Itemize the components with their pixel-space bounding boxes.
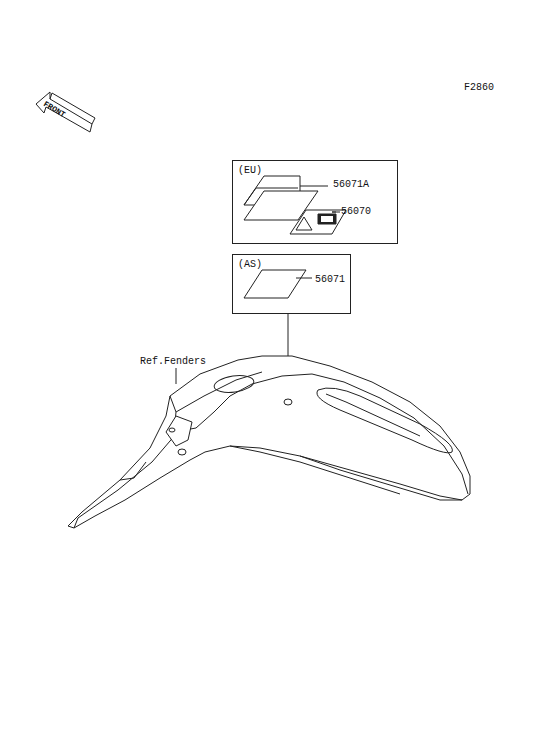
mount-hole [178,449,186,455]
sticker-icon [321,216,333,222]
sticker [244,270,306,298]
fender-slot [317,388,452,453]
fender [68,356,470,528]
warning-triangle [296,217,312,230]
region-label: (EU) [238,165,262,176]
leader-line [296,278,312,279]
front-arrow [36,92,92,132]
sticker-icon [318,214,336,224]
fender-lip [300,456,462,500]
figure-number: F2860 [464,82,494,93]
fender-edge [74,434,176,528]
mount-hole [169,428,175,432]
leader-line [332,212,340,213]
callout-number: 56070 [341,206,371,217]
fender-recess [213,373,255,394]
callout-number: 56071A [333,179,369,190]
region-label: (AS) [238,259,262,270]
region-box: (EU) 56071A 56070 [232,160,398,244]
leader-line [300,186,328,187]
fender-ridge [170,374,468,494]
part-reference: Ref.Fenders [140,356,206,367]
fender-lip [230,446,400,494]
fender-ridge [176,372,262,412]
fender-slot-inner [326,394,420,436]
region-box: (AS) 56071 [232,254,351,314]
warning-sticker [290,210,346,234]
fender-mount [166,416,192,446]
front-label: FRONT [41,100,66,120]
callout-number: 56071 [315,274,345,285]
fender-hole [284,399,292,405]
leader-line [176,368,177,384]
fender-edge [120,462,146,480]
